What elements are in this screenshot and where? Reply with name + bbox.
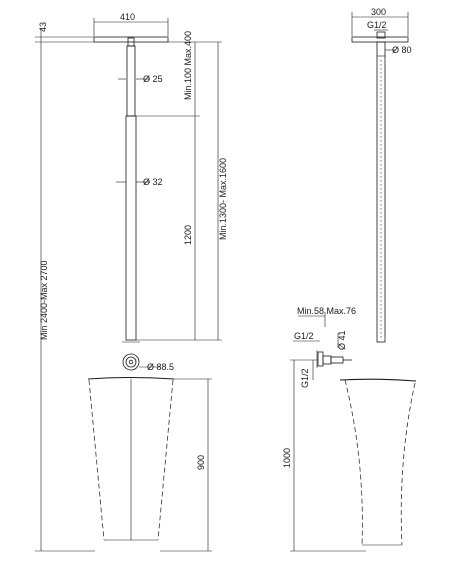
side-thread-top-label: G1/2 <box>367 20 387 30</box>
valve-thread-v-label: G1/2 <box>300 368 310 388</box>
side-view: 300 G1/2 Ø 80 Min.58 Max.76 Ø 41 G1/2 <box>282 7 417 552</box>
side-plate-width-label: 300 <box>371 7 386 17</box>
basin-front <box>87 376 175 541</box>
side-pipe <box>376 41 386 343</box>
wall-valve <box>316 350 352 368</box>
plate-width-label: 410 <box>120 12 135 22</box>
drain-icon <box>122 353 140 371</box>
front-view: 410 43 Ø 25 Ø 32 Min.100 Max.400 1200 <box>35 12 228 552</box>
upper-pipe-dia-label: Ø 25 <box>143 74 163 84</box>
lower-pipe <box>125 115 137 341</box>
upper-length-label: Min.100 Max.400 <box>183 31 193 100</box>
valve-reach-label: Min.58 Max.76 <box>297 306 356 316</box>
overall-height-label: Min 2400-Max 2700 <box>39 260 49 340</box>
side-basin-height-label: 1000 <box>282 448 292 468</box>
valve-thread-h-label: G1/2 <box>294 331 314 341</box>
ceiling-plate <box>93 36 169 43</box>
lower-length-label: 1200 <box>183 225 193 245</box>
top-offset-label: 43 <box>38 22 48 32</box>
side-base-dia-label: Ø 80 <box>392 45 412 55</box>
basin-height-label: 900 <box>196 455 206 470</box>
upper-pipe <box>126 45 136 117</box>
basin-side <box>339 378 417 546</box>
lower-pipe-dia-label: Ø 32 <box>143 177 163 187</box>
drain-dia-label: Ø 88.5 <box>147 362 174 372</box>
total-pipe-label: Min.1300- Max.1600 <box>218 158 228 240</box>
valve-dia-label: Ø 41 <box>337 330 347 350</box>
